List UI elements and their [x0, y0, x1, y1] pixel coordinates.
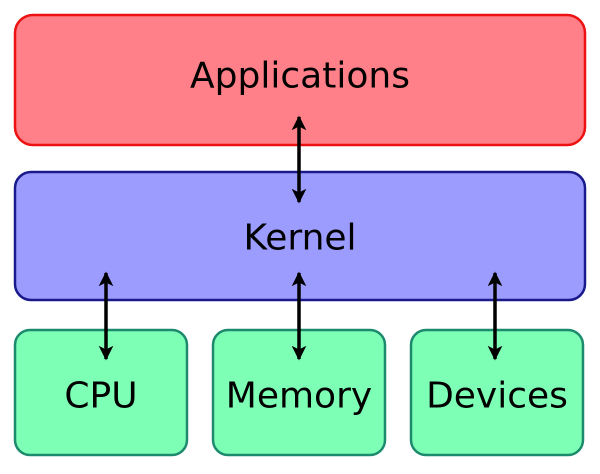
- applications-node: Applications: [13, 13, 587, 147]
- applications-label: Applications: [190, 56, 410, 97]
- memory-label: Memory: [226, 376, 372, 417]
- devices-label: Devices: [426, 376, 568, 417]
- cpu-label: CPU: [64, 376, 137, 417]
- kernel-label: Kernel: [243, 218, 356, 259]
- devices-node: Devices: [409, 328, 585, 457]
- cpu-node: CPU: [13, 328, 189, 457]
